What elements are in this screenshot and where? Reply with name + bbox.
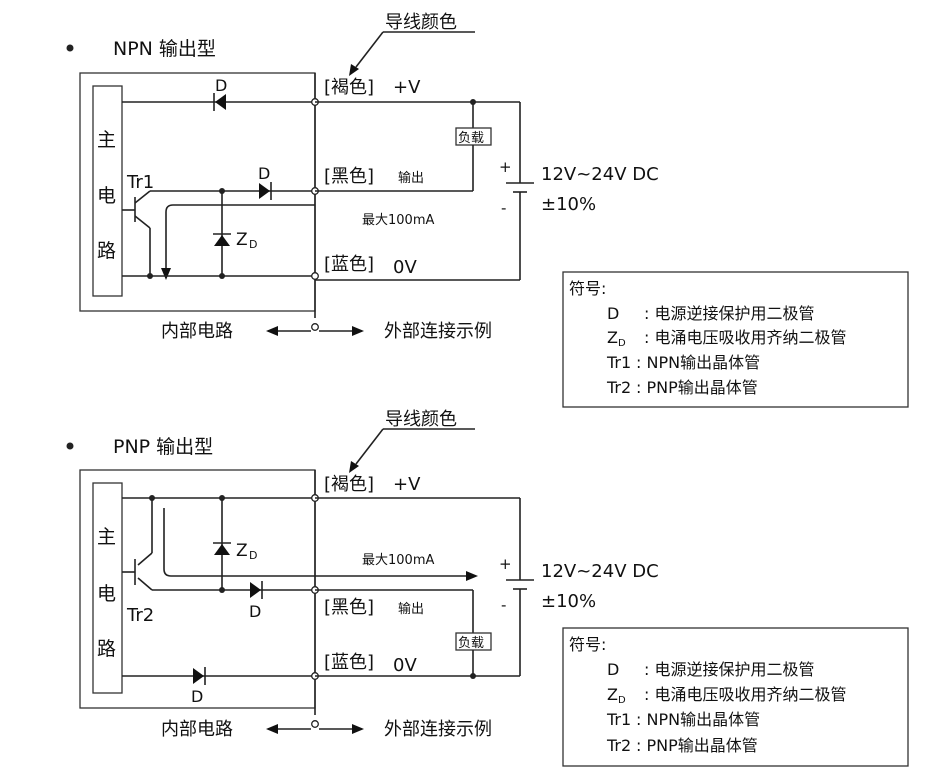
pnp-vplus-label: +V	[393, 474, 421, 495]
pnp-main-3: 路	[97, 638, 116, 660]
pnp-diode-bottom-label: D	[191, 687, 203, 706]
npn-zener	[214, 235, 230, 246]
pnp-minus: -	[501, 596, 506, 614]
npn-external-label: 外部连接示例	[384, 321, 492, 342]
pnp-diode-out	[250, 582, 261, 598]
npn-max-current: 最大100mA	[362, 213, 434, 228]
npn-plus: +	[499, 158, 512, 176]
legend-1-sym-zd: Z	[607, 328, 618, 347]
npn-minus: -	[501, 199, 506, 217]
npn-diode-out-label: D	[258, 164, 270, 183]
pnp-wire-color-title: 导线颜色	[385, 409, 457, 430]
legend-1-desc-tr2: : PNP输出晶体管	[636, 378, 758, 397]
npn-main-circuit-box	[92, 85, 123, 297]
npn-diode-top-label: D	[215, 76, 227, 95]
npn-zener-sub: D	[249, 238, 257, 251]
pnp-plus: +	[499, 555, 512, 573]
npn-output-label: 输出	[398, 170, 424, 186]
legend-1-desc-d: : 电源逆接保护用二极管	[644, 304, 814, 323]
legend-2-sym-tr2: Tr2	[606, 736, 631, 755]
npn-supply-voltage: 12V~24V DC	[541, 164, 659, 185]
pnp-external-label: 外部连接示例	[384, 719, 492, 740]
legend-2-desc-tr2: : PNP输出晶体管	[636, 736, 758, 755]
pnp-heading: PNP 输出型	[113, 436, 213, 458]
npn-main-1: 主	[97, 129, 116, 151]
pnp-main-circuit-box	[92, 482, 123, 694]
legend-1-desc-zd: : 电涌电压吸收用齐纳二极管	[644, 328, 846, 347]
legend-2-desc-d: : 电源逆接保护用二极管	[644, 660, 814, 679]
npn-supply-tolerance: ±10%	[541, 194, 596, 215]
legend-2-sym-tr1: Tr1	[606, 710, 631, 729]
npn-bullet	[66, 44, 74, 52]
npn-diagram: NPN 输出型 导线颜色 主 电 路 D Tr1 D Z	[66, 12, 659, 342]
pnp-internal-label: 内部电路	[161, 719, 233, 740]
npn-blue-label: [蓝色]	[324, 254, 374, 275]
legend-1-sym-tr2: Tr2	[606, 378, 631, 397]
legend-2-title: 符号:	[569, 635, 606, 654]
pnp-supply-voltage: 12V~24V DC	[541, 561, 659, 582]
pnp-diode-out-label: D	[249, 602, 261, 621]
legend-1-title: 符号:	[569, 279, 606, 298]
npn-internal-label: 内部电路	[161, 321, 233, 342]
legend-2: 符号: D : 电源逆接保护用二极管 Z D : 电涌电压吸收用齐纳二极管 Tr…	[562, 627, 909, 767]
npn-brown-label: [褐色]	[324, 77, 374, 98]
pnp-diode-bottom	[193, 668, 204, 684]
legend-2-sym-d: D	[607, 660, 619, 679]
pnp-load-label: 负载	[458, 636, 484, 651]
pnp-black-label: [黑色]	[324, 597, 374, 618]
legend-1: 符号: D : 电源逆接保护用二极管 Z D : 电涌电压吸收用齐纳二极管 Tr…	[562, 271, 909, 408]
pnp-zener	[214, 544, 230, 555]
legend-1-sym-d: D	[607, 304, 619, 323]
npn-main-3: 路	[97, 240, 116, 262]
npn-main-2: 电	[97, 185, 116, 207]
npn-load-label: 负载	[458, 131, 484, 146]
legend-2-sym-zd: Z	[607, 685, 618, 704]
pnp-blue-label: [蓝色]	[324, 652, 374, 673]
legend-1-sym-tr1: Tr1	[606, 353, 631, 372]
npn-vplus-label: +V	[393, 77, 421, 98]
npn-diode-out	[259, 183, 270, 199]
npn-zero-v-label: 0V	[393, 257, 417, 278]
pnp-supply-tolerance: ±10%	[541, 591, 596, 612]
pnp-transistor-label: Tr2	[126, 605, 154, 626]
legend-2-sub-zd: D	[618, 695, 626, 706]
pnp-zero-v-label: 0V	[393, 655, 417, 676]
npn-wire-color-title: 导线颜色	[385, 12, 457, 33]
legend-2-desc-tr1: : NPN输出晶体管	[636, 710, 760, 729]
pnp-max-current: 最大100mA	[362, 553, 434, 568]
pnp-main-1: 主	[97, 526, 116, 548]
pnp-zener-label: Z	[236, 541, 248, 561]
pnp-brown-label: [褐色]	[324, 474, 374, 495]
npn-zener-label: Z	[236, 230, 248, 250]
pnp-bullet	[66, 442, 74, 450]
legend-1-sub-zd: D	[618, 338, 626, 349]
pnp-diagram: PNP 输出型 导线颜色 主 电 路 Tr2 Z D D	[66, 409, 659, 740]
npn-black-label: [黑色]	[324, 166, 374, 187]
pnp-output-label: 输出	[398, 601, 424, 617]
pnp-main-2: 电	[97, 583, 116, 605]
legend-1-desc-tr1: : NPN输出晶体管	[636, 353, 760, 372]
npn-diode-top	[215, 94, 226, 110]
npn-transistor-label: Tr1	[126, 172, 154, 193]
pnp-zener-sub: D	[249, 549, 257, 562]
legend-2-desc-zd: : 电涌电压吸收用齐纳二极管	[644, 685, 846, 704]
npn-heading: NPN 输出型	[113, 38, 216, 60]
